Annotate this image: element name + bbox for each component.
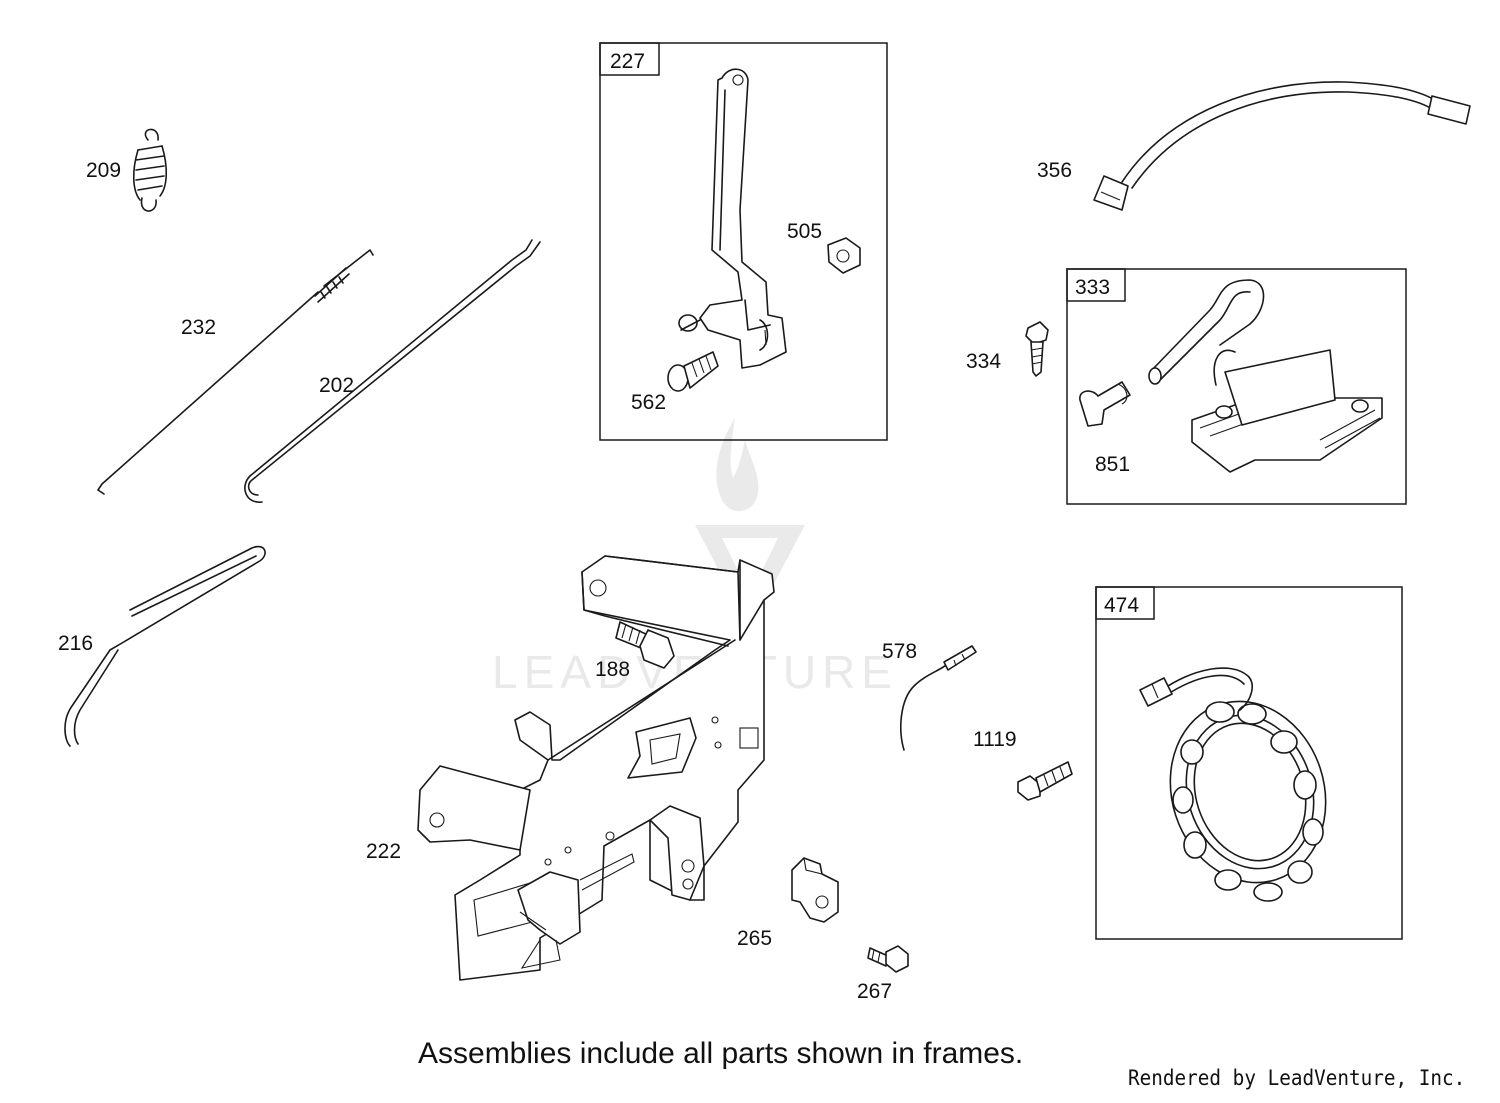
screw-334: 334 (966, 321, 1049, 377)
frame-474: 474 (1095, 586, 1403, 940)
callout-562: 562 (631, 391, 666, 414)
wire-356: 356 (1037, 81, 1471, 211)
screw-267: 267 (857, 945, 909, 1003)
link-rod-216: 216 (58, 545, 266, 747)
callout-222: 222 (366, 840, 401, 863)
screw-562: 562 (631, 351, 719, 414)
callout-202: 202 (319, 374, 354, 397)
hex-nut-505: 505 (787, 220, 861, 274)
callout-216: 216 (58, 632, 93, 655)
control-bracket-222: 222 (366, 555, 775, 981)
leadventure-watermark: LEADVENTURE (492, 418, 892, 698)
callout-227: 227 (610, 50, 645, 73)
terminal-851: 851 (1079, 381, 1131, 476)
callout-356: 356 (1037, 159, 1072, 182)
ignition-armature-333 (1148, 279, 1383, 473)
spring-209: 209 (86, 128, 168, 212)
assemblies-note: Assemblies include all parts shown in fr… (418, 1037, 1024, 1070)
frame-333: 333 (1066, 268, 1407, 505)
callout-232: 232 (181, 316, 216, 339)
rendered-by-credit: Rendered by LeadVenture, Inc. (1128, 1066, 1466, 1090)
governor-link-232: 232 (97, 249, 374, 495)
lever-assembly-227 (678, 68, 787, 369)
callout-851: 851 (1095, 453, 1130, 476)
callout-333: 333 (1075, 276, 1110, 299)
callout-578: 578 (882, 640, 917, 663)
clip-265: 265 (737, 857, 839, 950)
callout-505: 505 (787, 220, 822, 243)
bolt-1119: 1119 (973, 728, 1073, 801)
callout-1119: 1119 (973, 728, 1017, 751)
callout-334: 334 (966, 350, 1001, 373)
alternator-stator-474 (1139, 667, 1327, 902)
wire-lead-578: 578 (882, 640, 977, 751)
callout-474: 474 (1104, 594, 1139, 617)
bolt-188: 188 (595, 621, 675, 681)
callout-265: 265 (737, 927, 772, 950)
frame-227: 227 (599, 42, 888, 441)
callout-267: 267 (857, 980, 892, 1003)
callout-188: 188 (595, 658, 630, 681)
rod-202: 202 (244, 239, 541, 503)
callout-209: 209 (86, 159, 121, 182)
